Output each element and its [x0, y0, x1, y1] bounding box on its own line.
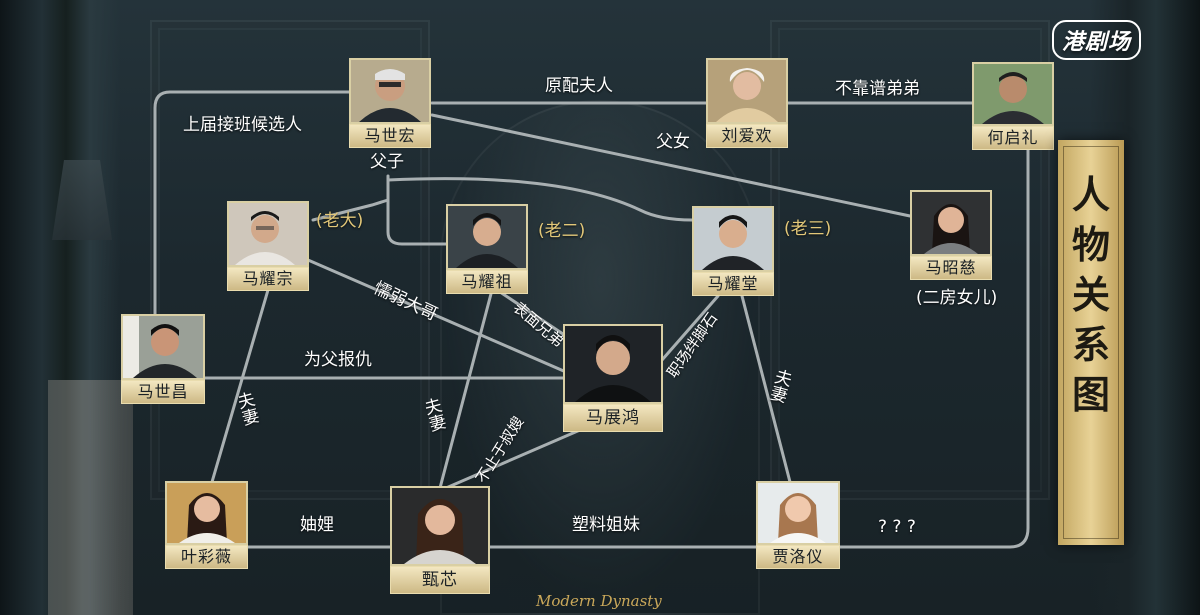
portrait [692, 206, 774, 272]
character-name: 甄芯 [390, 566, 490, 594]
label-laoda: (老大) [316, 211, 364, 231]
label-fuzi: 父子 [370, 152, 404, 172]
line-zhiyan [660, 294, 720, 362]
character-name: 马耀祖 [446, 270, 528, 294]
character-ma-sai-wang[interactable]: 马世宏 [349, 58, 431, 148]
portrait [390, 486, 490, 566]
label-erfang: (二房女儿) [916, 288, 998, 308]
character-ma-yiu-cho[interactable]: 马耀祖 [446, 204, 528, 294]
label-shangjie: 上届接班候选人 [183, 115, 302, 135]
line-buzhi [444, 428, 582, 490]
character-ka-lok-yi[interactable]: 贾洛仪 [756, 481, 840, 569]
portrait [227, 201, 309, 267]
character-name: 马世宏 [349, 124, 431, 148]
character-ma-yiu-chung[interactable]: 马耀宗 [227, 201, 309, 291]
character-name: 贾洛仪 [756, 545, 840, 569]
line-biaomian [498, 290, 574, 342]
character-name: 何启礼 [972, 126, 1054, 150]
portrait [706, 58, 788, 124]
line-unknown [838, 148, 1030, 549]
title-character: 图 [1071, 373, 1110, 417]
portrait [756, 481, 840, 545]
channel-logo: 港剧场 [1052, 20, 1142, 60]
chart-title: 人物关系图 [1058, 170, 1124, 420]
label-zhouli: 妯娌 [300, 515, 334, 535]
line-fuzi-2 [386, 174, 448, 246]
character-yan-sum[interactable]: 甄芯 [390, 486, 490, 594]
label-bukao: 不靠谱弟弟 [835, 79, 920, 99]
character-name: 马昭慈 [910, 256, 992, 280]
label-yuanpei: 原配夫人 [545, 76, 613, 96]
label-laoer: (老二) [538, 221, 586, 241]
character-ma-chiu-chi[interactable]: 马昭慈 [910, 190, 992, 280]
wall-panel [150, 20, 430, 500]
line-nuoruo [306, 258, 568, 374]
character-ma-yiu-tong[interactable]: 马耀堂 [692, 206, 774, 296]
portrait [910, 190, 992, 256]
title-character: 人 [1071, 173, 1110, 217]
portrait [349, 58, 431, 124]
character-name: 马耀宗 [227, 267, 309, 291]
portrait [121, 314, 205, 380]
portrait [563, 324, 663, 404]
label-weifu: 为父报仇 [304, 350, 372, 370]
character-ma-sai-cheong[interactable]: 马世昌 [121, 314, 205, 404]
title-character: 物 [1071, 223, 1110, 267]
character-yip-choi-mei[interactable]: 叶彩薇 [165, 481, 248, 569]
character-name: 马展鸿 [563, 404, 663, 432]
label-suliao: 塑料姐妹 [572, 515, 640, 535]
line-shangjie [153, 90, 354, 316]
show-brand: Modern Dynasty [536, 592, 662, 610]
line-fuqi-mid [438, 288, 494, 490]
character-lau-oi-fun[interactable]: 刘爱欢 [706, 58, 788, 148]
character-name: 马耀堂 [692, 272, 774, 296]
line-funv [430, 113, 912, 218]
character-name: 叶彩薇 [165, 545, 248, 569]
portrait [165, 481, 248, 545]
character-ho-kai-lai[interactable]: 何启礼 [972, 62, 1054, 150]
character-name: 刘爱欢 [706, 124, 788, 148]
label-funv: 父女 [656, 132, 690, 152]
portrait [972, 62, 1054, 126]
pillar [48, 380, 133, 615]
title-banner: 人物关系图 [1058, 140, 1124, 545]
line-fuzi-3 [386, 177, 694, 222]
portrait [446, 204, 528, 270]
character-ma-chin-hung[interactable]: 马展鸿 [563, 324, 663, 432]
label-laosan: (老三) [784, 219, 832, 239]
title-character: 关 [1071, 273, 1110, 317]
character-name: 马世昌 [121, 380, 205, 404]
line-fuzi-1 [311, 198, 390, 222]
line-fuqi-right [740, 294, 792, 484]
title-character: 系 [1071, 323, 1110, 367]
line-fuqi-left [210, 288, 270, 484]
label-unknown: ? ? ? [878, 517, 916, 537]
